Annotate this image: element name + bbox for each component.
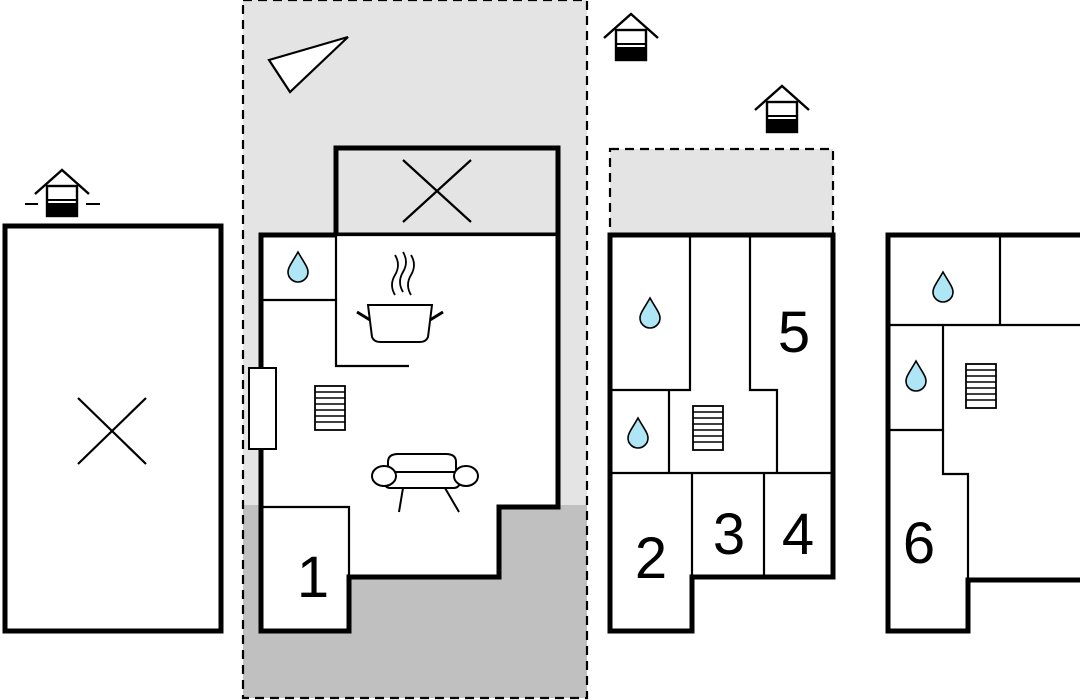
room-number: 5 bbox=[778, 300, 810, 365]
room-number: 3 bbox=[713, 502, 745, 567]
window-icon bbox=[248, 367, 277, 450]
sofa-icon bbox=[371, 453, 479, 513]
stairs-icon bbox=[965, 363, 997, 409]
room-number: 2 bbox=[635, 526, 667, 591]
room-number: 1 bbox=[297, 545, 329, 610]
compass-north-icon bbox=[267, 35, 349, 94]
house-entrance-icon bbox=[753, 84, 811, 134]
building-middle: 1 bbox=[248, 145, 561, 634]
not-used-cross-icon bbox=[77, 397, 147, 465]
stairs-icon bbox=[314, 385, 346, 431]
kitchen-pot-icon bbox=[356, 251, 444, 343]
house-entrance-icon bbox=[25, 168, 100, 218]
room-number: 4 bbox=[782, 502, 814, 567]
building-left bbox=[2, 223, 224, 634]
building-right: 5 2 3 4 bbox=[607, 232, 836, 634]
room-number: 6 bbox=[903, 511, 935, 576]
balcony-area bbox=[608, 147, 835, 237]
building-far-right: 6 bbox=[885, 232, 1080, 634]
house-entrance-icon bbox=[602, 12, 660, 62]
stairs-icon bbox=[692, 405, 724, 451]
not-used-cross-icon bbox=[402, 159, 472, 223]
